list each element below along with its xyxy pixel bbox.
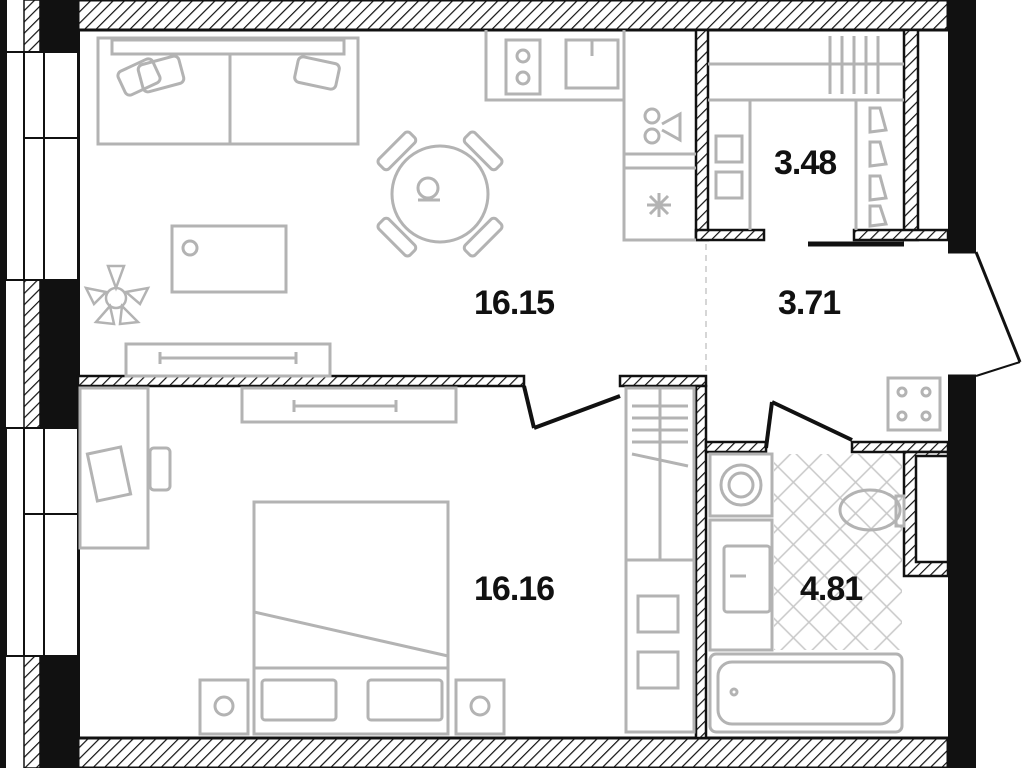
bed-icon: [198, 500, 506, 736]
bedroom-tv-stand-icon: [240, 386, 458, 424]
room-area-bathroom: 4.81: [800, 570, 863, 608]
bathroom-door: [764, 400, 853, 449]
interior-walls: [76, 28, 950, 740]
bottom-wall: [76, 736, 950, 768]
coffee-table-icon: [170, 224, 288, 294]
room-area-wardrobe: 3.48: [774, 144, 837, 182]
bedroom-wardrobe-icon: [624, 386, 696, 734]
left-facade: [0, 0, 80, 768]
dining-table-icon: [376, 130, 504, 258]
entrance-door: [948, 250, 1022, 378]
wardrobe-shelves-icon: [708, 36, 904, 230]
desk-icon: [78, 386, 172, 550]
room-area-living: 16.15: [474, 284, 555, 322]
top-wall: [76, 0, 950, 32]
plant-icon: [83, 264, 151, 326]
bedroom-door: [522, 385, 621, 430]
room-area-bedroom: 16.16: [474, 570, 555, 608]
bathroom-fixtures-icon: [708, 452, 906, 734]
kitchen-counter-icon: [484, 30, 696, 242]
window-left-1: [5, 51, 79, 281]
right-wall: [948, 0, 1022, 768]
window-left-2: [5, 427, 79, 657]
tv-stand-icon: [124, 342, 332, 378]
room-area-hall: 3.71: [778, 284, 841, 322]
snowflake-icon: [647, 193, 671, 217]
sofa-icon: [96, 36, 360, 146]
hall-cabinet-icon: [886, 376, 942, 432]
